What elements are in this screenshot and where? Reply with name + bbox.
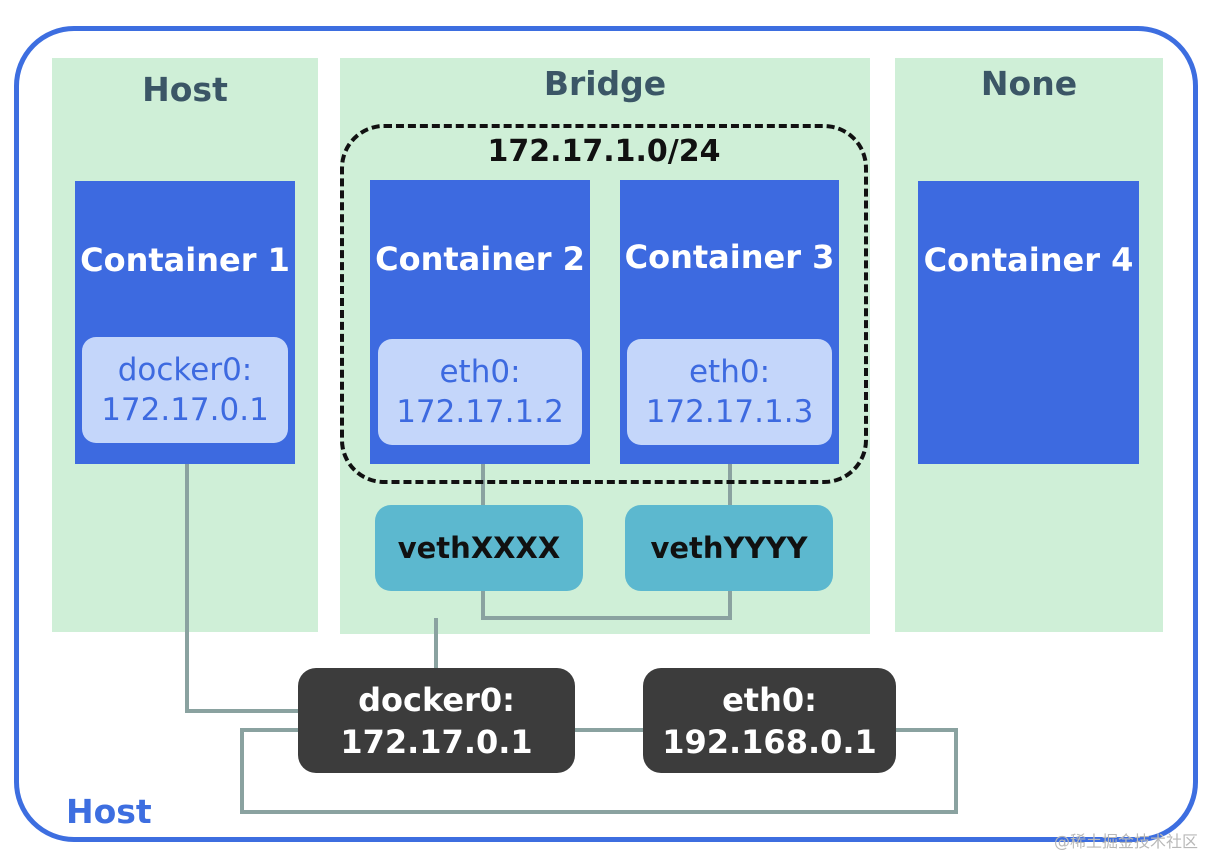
host-docker0-interface: docker0: 172.17.0.1 xyxy=(298,668,575,773)
host-docker0-ip: 172.17.0.1 xyxy=(340,722,533,761)
host-eth0-interface: eth0: 192.168.0.1 xyxy=(643,668,896,773)
container-4: Container 4 xyxy=(918,181,1139,464)
host-zone-title: Host xyxy=(142,70,228,109)
container-3-title: Container 3 xyxy=(624,238,835,276)
bridge-subnet: 172.17.1.0/24 xyxy=(340,124,868,484)
container-1-interface-name: docker0: xyxy=(117,352,253,388)
container-3-interface-ip: 172.17.1.3 xyxy=(645,394,814,430)
host-docker0-name: docker0: xyxy=(358,680,515,719)
container-1-interface-ip: 172.17.0.1 xyxy=(101,392,269,428)
subnet-label: 172.17.1.0/24 xyxy=(487,134,721,169)
container-2-interface: eth0: 172.17.1.2 xyxy=(378,339,582,445)
container-1-interface: docker0: 172.17.0.1 xyxy=(82,337,288,443)
host-eth0-ip: 192.168.0.1 xyxy=(662,722,877,761)
container-2-interface-ip: 172.17.1.2 xyxy=(396,394,564,430)
container-3-interface-name: eth0: xyxy=(688,354,771,390)
container-4-title: Container 4 xyxy=(923,241,1134,279)
veth-xxxx: vethXXXX xyxy=(375,505,583,591)
container-2-title: Container 2 xyxy=(375,240,585,278)
host-label: Host xyxy=(66,792,152,831)
container-3-interface: eth0: 172.17.1.3 xyxy=(627,339,832,445)
none-zone-title: None xyxy=(980,64,1078,103)
host-eth0-name: eth0: xyxy=(722,680,817,719)
bridge-zone-title: Bridge xyxy=(543,64,667,103)
watermark: @稀土掘金技术社区 xyxy=(1053,832,1198,851)
veth-yyyy: vethYYYY xyxy=(625,505,833,591)
host-boundary xyxy=(14,26,1198,842)
container-1-title: Container 1 xyxy=(80,241,290,279)
container-2-interface-name: eth0: xyxy=(439,354,521,390)
